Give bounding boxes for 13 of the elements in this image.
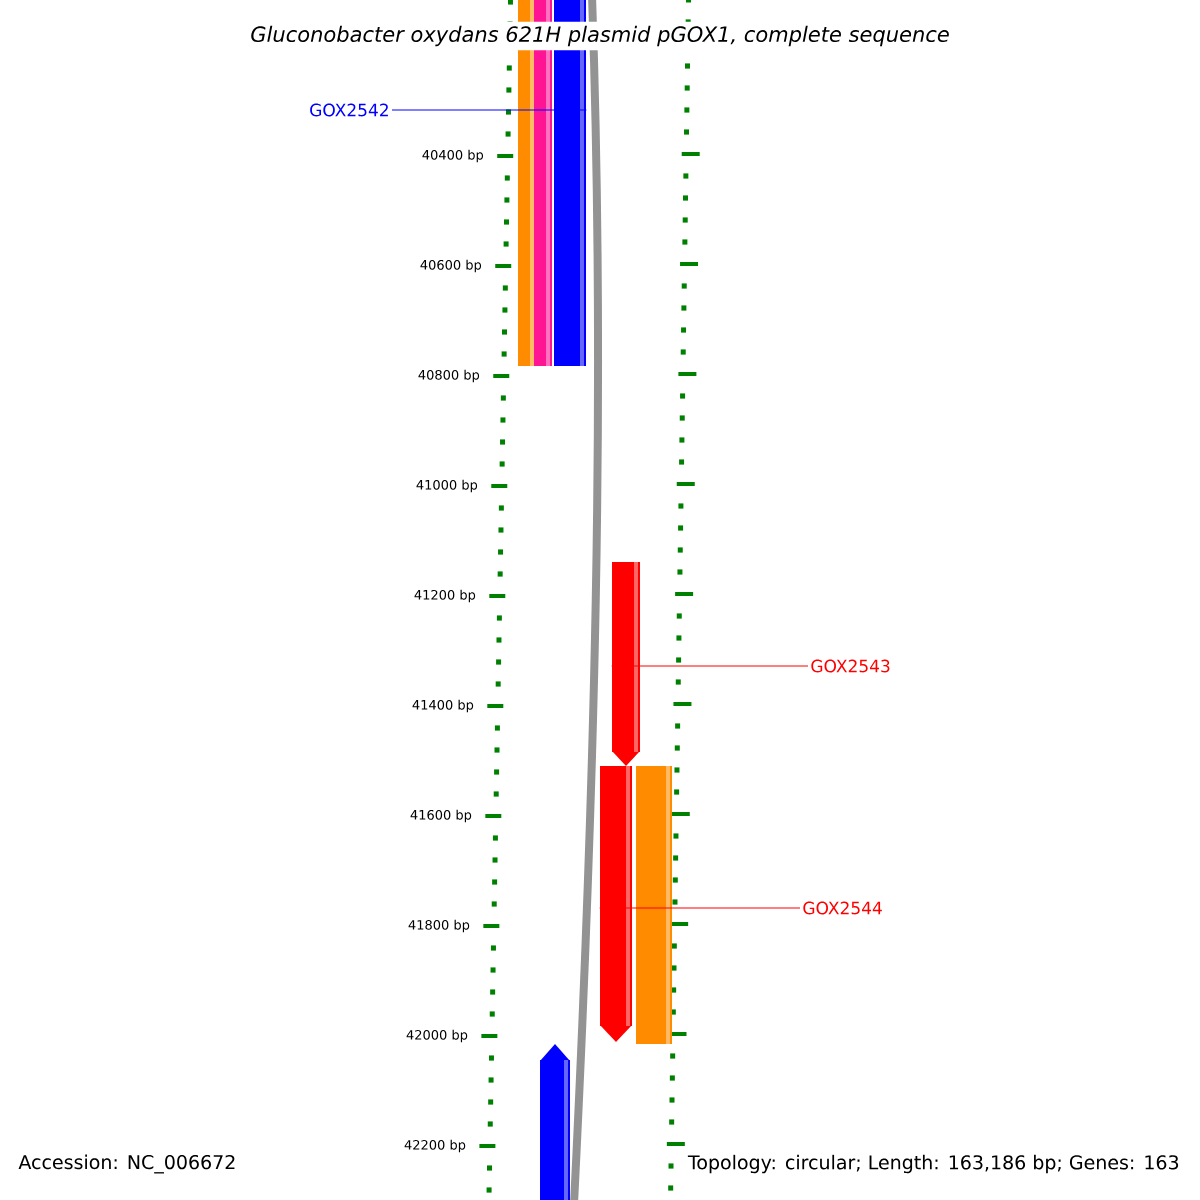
leader-line (599, 907, 801, 909)
info-text: Accession: NC_006672 (18, 1154, 235, 1174)
title: Gluconobacter oxydans 621H plasmid pGOX1, complete sequence (246, 21, 954, 51)
gene-bar (612, 562, 640, 766)
gene-bar (636, 766, 672, 1044)
gene-label: GOX2543 (811, 659, 890, 673)
leader-line (391, 109, 587, 111)
leader-line (611, 665, 809, 667)
gene-bar (540, 1044, 570, 1200)
gene-label: GOX2542 (310, 103, 388, 117)
info-text: Topology: circular; Length: 163,186 bp; Genes: 163 (685, 1152, 1182, 1176)
gene-bar (600, 766, 632, 1042)
gene-label: GOX2544 (803, 901, 882, 915)
